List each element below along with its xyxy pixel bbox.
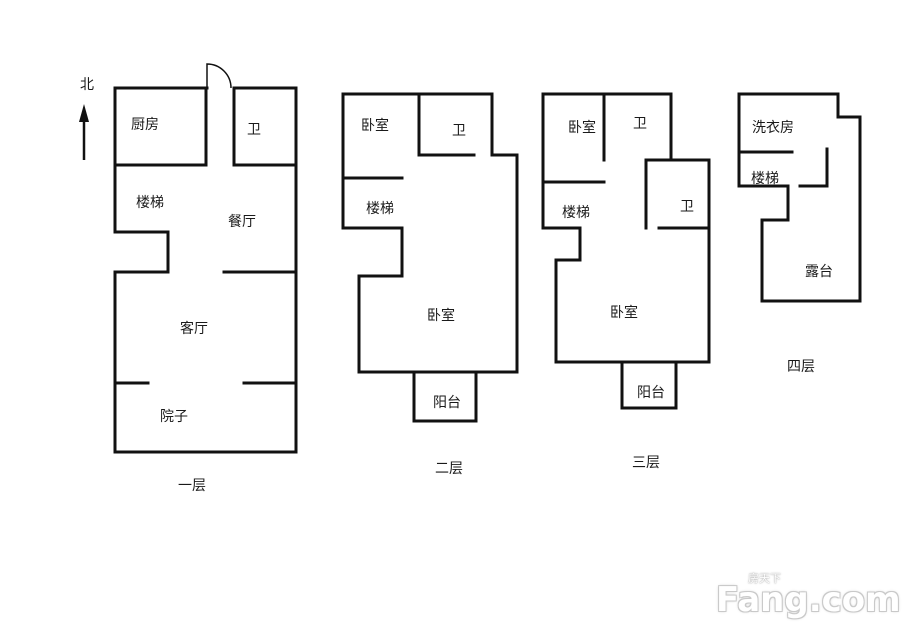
floor-4-walls (737, 92, 862, 303)
room-label-bathroom: 卫 (452, 123, 466, 139)
north-label: 北 (80, 77, 94, 93)
room-label-main-bedroom: 卧室 (427, 308, 455, 324)
floor-label-1: 一层 (178, 478, 206, 494)
room-label-stairs: 楼梯 (366, 201, 394, 217)
floor-label-3: 三层 (632, 455, 660, 471)
room-label-laundry: 洗衣房 (752, 120, 794, 136)
room-label-bedroom: 卧室 (361, 118, 389, 134)
floor-label-2: 二层 (435, 461, 463, 477)
room-label-main-bedroom: 卧室 (610, 305, 638, 321)
floor-3-walls (541, 92, 711, 410)
watermark-brand: 房天下 (748, 572, 781, 585)
room-label-bedroom: 卧室 (568, 120, 596, 136)
room-label-bathroom-north: 卫 (633, 116, 647, 132)
watermark-logo: Fang.com (716, 580, 901, 620)
floor-label-4: 四层 (787, 359, 815, 375)
room-label-living: 客厅 (180, 321, 208, 337)
room-label-balcony: 阳台 (433, 395, 461, 411)
room-label-kitchen: 厨房 (131, 117, 159, 133)
room-label-dining: 餐厅 (228, 214, 256, 230)
room-label-bathroom-east: 卫 (680, 199, 694, 215)
room-label-stairs: 楼梯 (562, 205, 590, 221)
room-label-bathroom: 卫 (247, 122, 261, 138)
floor-1-walls (113, 63, 298, 454)
room-label-stairs: 楼梯 (751, 171, 779, 187)
floor-2-walls (341, 92, 519, 423)
room-label-terrace: 露台 (805, 264, 833, 280)
room-label-yard: 院子 (160, 409, 188, 425)
room-label-stairs: 楼梯 (136, 195, 164, 211)
north-arrow (79, 104, 89, 160)
room-label-balcony: 阳台 (637, 385, 665, 401)
